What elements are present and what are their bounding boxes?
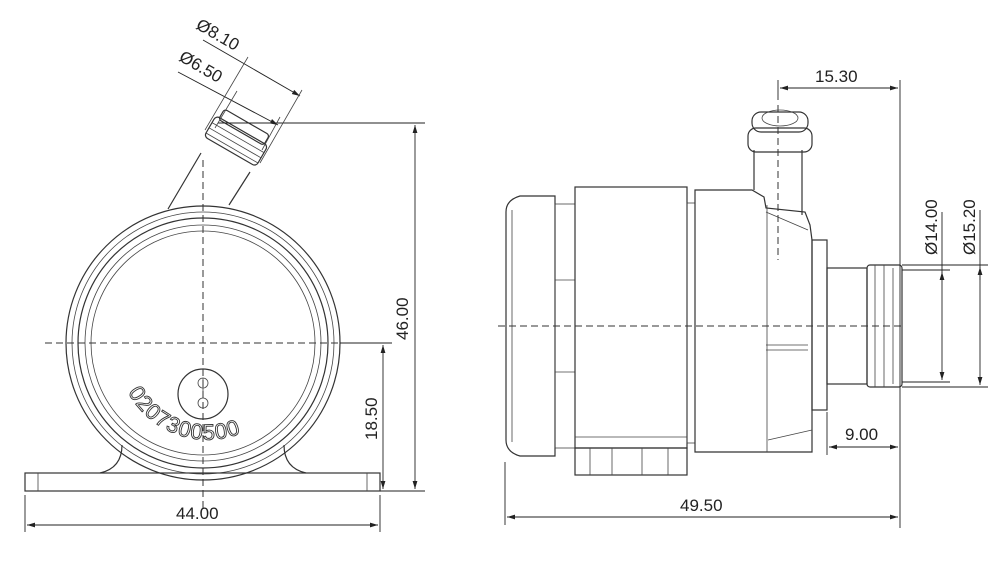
dim-inner-dia: Ø6.50 (176, 47, 226, 87)
dim-inlet-outer-dia: Ø15.20 (960, 199, 979, 255)
side-view: 15.30 Ø14.00 Ø15.20 9.00 49.50 (498, 67, 988, 528)
dim-total-length: 49.50 (680, 496, 723, 515)
outlet-nozzle (167, 109, 270, 210)
front-view: 0207300500 Ø8.10 Ø6.50 46.00 18.50 44.00 (24, 15, 425, 532)
outlet-port (747, 109, 813, 215)
dim-outlet-offset: 15.30 (815, 67, 858, 86)
dimension-lines (24, 39, 425, 532)
dimension-lines (504, 80, 988, 528)
pump-body (505, 186, 903, 476)
dim-height: 46.00 (393, 297, 412, 340)
dim-inlet-length: 9.00 (845, 425, 878, 444)
dim-center-height: 18.50 (362, 397, 381, 440)
dim-width: 44.00 (176, 504, 219, 523)
dim-inlet-inner-dia: Ø14.00 (922, 199, 941, 255)
serial-number: 0207300500 (124, 381, 244, 444)
